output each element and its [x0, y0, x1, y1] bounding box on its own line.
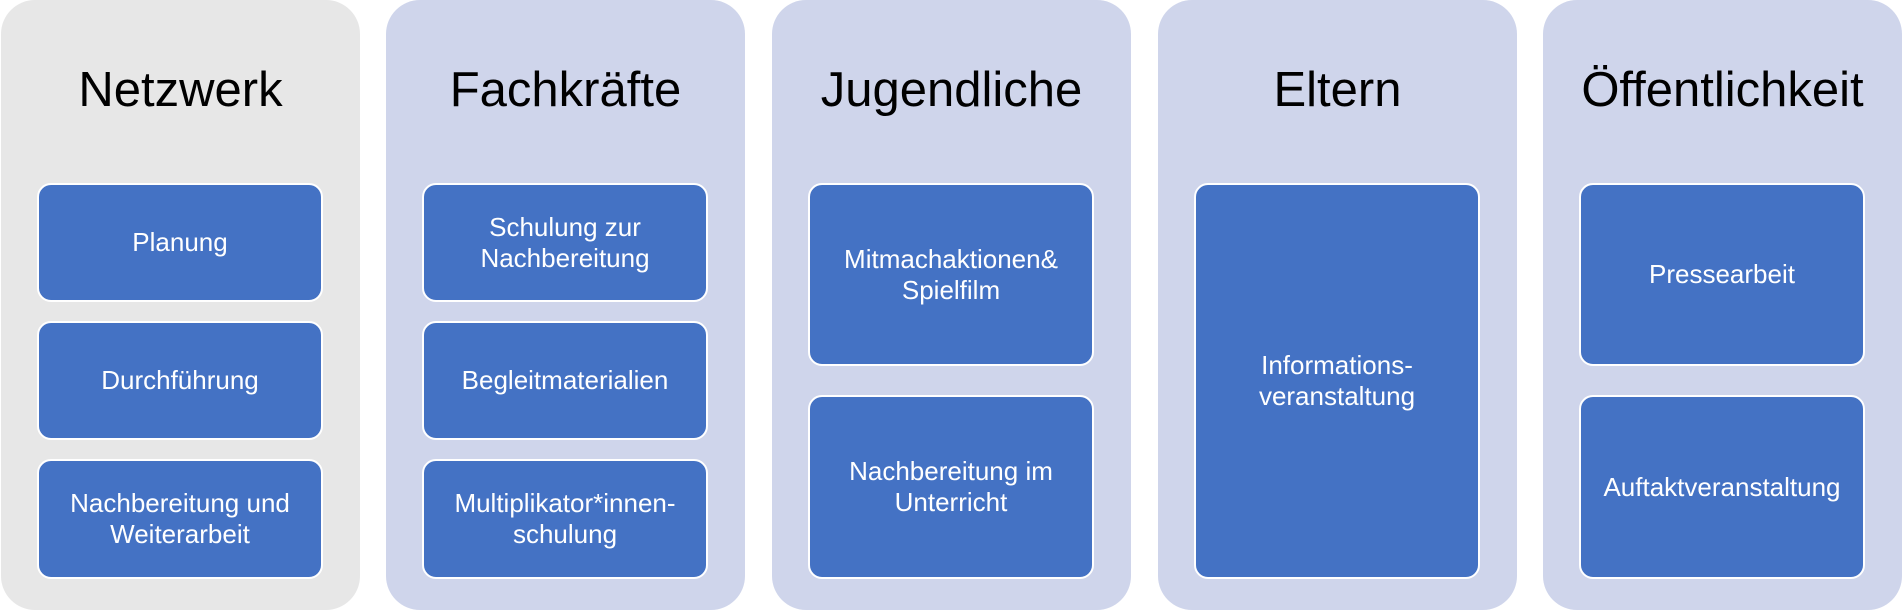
column-oeffentlichkeit: Öffentlichkeit Pressearbeit Auftaktveran…	[1543, 0, 1902, 610]
column-title: Netzwerk	[78, 63, 283, 117]
card-durchfuehrung: Durchführung	[37, 321, 323, 440]
column-title: Eltern	[1273, 63, 1402, 117]
column-title: Öffentlichkeit	[1581, 63, 1864, 117]
card-pressearbeit: Pressearbeit	[1579, 183, 1865, 366]
column-title: Jugendliche	[820, 63, 1083, 117]
card-auftaktveranstaltung: Auftaktveranstaltung	[1579, 395, 1865, 579]
column-eltern: Eltern Informations- veranstaltung	[1158, 0, 1517, 610]
column-jugendliche: Jugendliche Mitmachaktionen& Spielfilm N…	[772, 0, 1131, 610]
card-nachbereitung-weiterarbeit: Nachbereitung und Weiterarbeit	[37, 459, 323, 579]
card-nachbereitung-unterricht: Nachbereitung im Unterricht	[808, 395, 1094, 579]
card-schulung-nachbereitung: Schulung zur Nachbereitung	[422, 183, 708, 302]
card-multiplikatorinnenschulung: Multiplikator*innen- schulung	[422, 459, 708, 579]
card-mitmachaktionen-spielfilm: Mitmachaktionen& Spielfilm	[808, 183, 1094, 366]
card-begleitmaterialien: Begleitmaterialien	[422, 321, 708, 440]
column-fachkraefte: Fachkräfte Schulung zur Nachbereitung Be…	[386, 0, 745, 610]
card-planung: Planung	[37, 183, 323, 302]
column-netzwerk: Netzwerk Planung Durchführung Nachbereit…	[1, 0, 360, 610]
card-informationsveranstaltung: Informations- veranstaltung	[1194, 183, 1480, 579]
column-title: Fachkräfte	[449, 63, 682, 117]
